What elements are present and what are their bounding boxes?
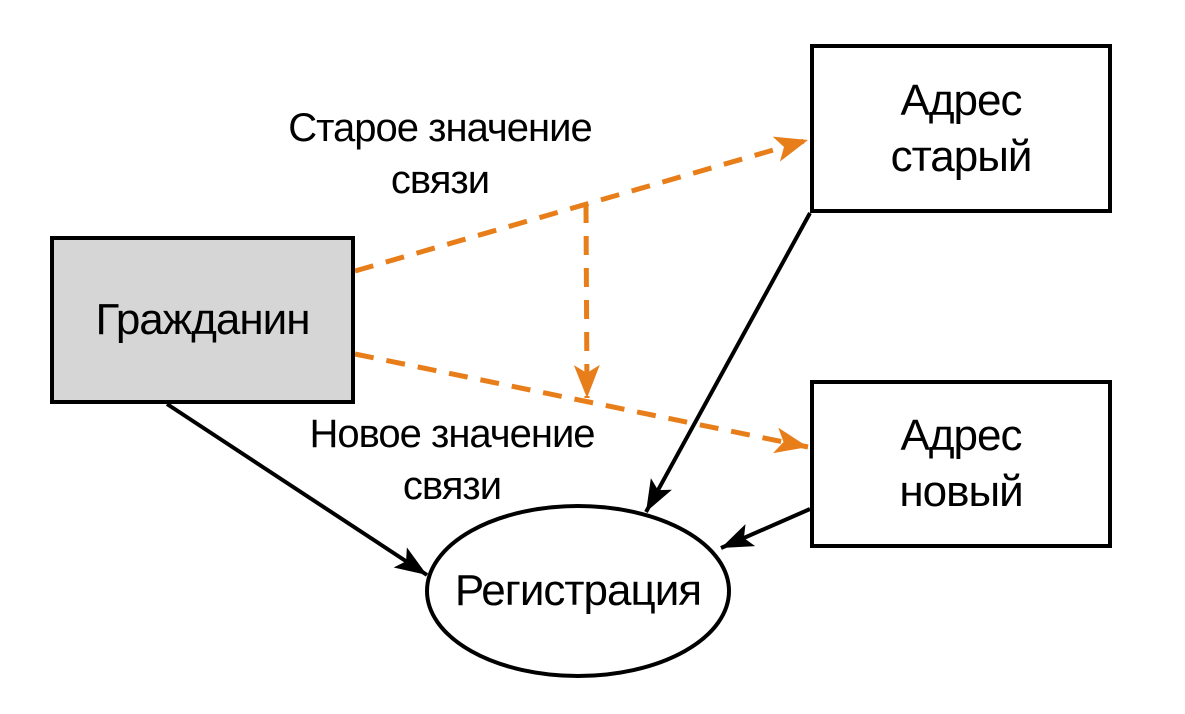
- edge-address-new-registration: [720, 507, 811, 550]
- edge-address-old-registration: [644, 212, 812, 513]
- node-address-old-label-line2: старый: [890, 131, 1033, 181]
- node-citizen-label: Гражданин: [95, 295, 310, 344]
- edge-old-link-value-dashed: [354, 136, 809, 274]
- edge-link-change-dashed: [573, 203, 600, 399]
- edge-label-old-link-line2: связи: [390, 158, 490, 202]
- node-registration-shape: [425, 504, 731, 678]
- edge-label-new-link-line2: связи: [402, 464, 502, 508]
- node-registration-label-text: Регистрация: [454, 566, 702, 615]
- edge-label-old-link-line1: Старое значение: [288, 106, 592, 150]
- edge-citizen-registration: [165, 402, 429, 577]
- node-registration-label: Регистрация: [428, 562, 728, 620]
- node-address-old: Адрес старый: [810, 44, 1112, 213]
- edge-label-new-link: Новое значение связи: [252, 408, 652, 512]
- node-address-new-label-line1: Адрес: [900, 411, 1023, 460]
- edge-new-link-value-dashed: [354, 351, 809, 454]
- node-address-new: Адрес новый: [810, 380, 1112, 548]
- node-address-old-label-line1: Адрес: [900, 75, 1023, 125]
- node-address-new-label-line2: новый: [899, 467, 1023, 516]
- edge-label-old-link: Старое значение связи: [240, 102, 640, 206]
- edge-label-new-link-line1: Новое значение: [309, 412, 595, 456]
- node-citizen: Гражданин: [50, 236, 355, 404]
